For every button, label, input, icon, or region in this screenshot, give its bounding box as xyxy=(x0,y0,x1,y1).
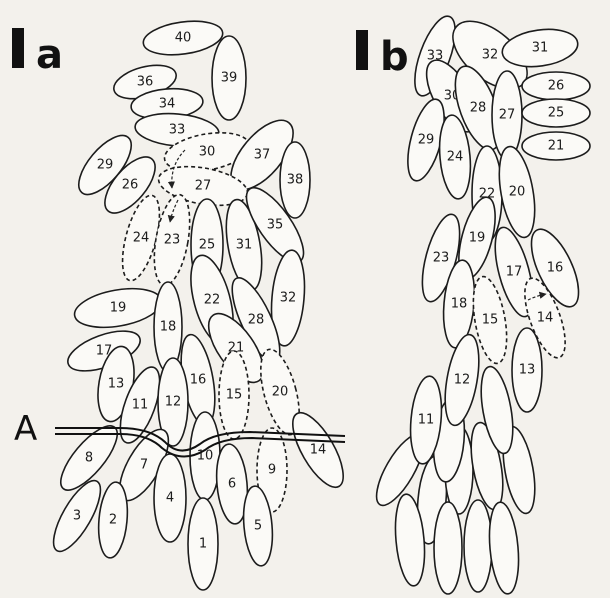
cell-number: 12 xyxy=(165,395,182,410)
cell-number: 40 xyxy=(175,31,192,46)
cell-number: 33 xyxy=(169,123,186,138)
cell-number: 2 xyxy=(109,513,117,528)
cell-number: 30 xyxy=(199,145,216,160)
cell-number: 11 xyxy=(418,413,435,428)
cell-number: 39 xyxy=(221,71,238,86)
cell-number: 28 xyxy=(470,101,487,116)
cell-number: 32 xyxy=(482,47,499,62)
cell-number: 7 xyxy=(140,458,148,473)
cell-number: 15 xyxy=(482,313,499,328)
cell-number: 36 xyxy=(137,75,154,90)
cell-number: 12 xyxy=(454,373,471,388)
cell-number: 16 xyxy=(190,373,207,388)
cell-outline xyxy=(434,502,462,594)
cell-a-38: 38 xyxy=(280,142,310,218)
panel-label-b-text: b xyxy=(380,34,409,80)
cell-number: 19 xyxy=(110,301,127,316)
cell-number: 37 xyxy=(254,148,271,163)
cell-a-15: 15 xyxy=(219,351,249,439)
cell-number: 31 xyxy=(236,238,253,253)
cell-b-unlabeled-8 xyxy=(486,501,522,595)
cell-number: 19 xyxy=(469,231,486,246)
cell-number: 31 xyxy=(532,41,549,56)
cell-number: 13 xyxy=(108,377,125,392)
cell-number: 35 xyxy=(267,217,284,232)
cell-number: 17 xyxy=(506,265,523,280)
cell-number: 28 xyxy=(248,313,265,328)
cell-number: 18 xyxy=(451,297,468,312)
panel-b: 3332313028272625292421222019231716181514… xyxy=(368,8,590,595)
cell-a-40: 40 xyxy=(141,17,225,60)
cell-number: 29 xyxy=(97,158,114,173)
cell-a-4: 4 xyxy=(154,454,186,542)
cell-number: 23 xyxy=(433,251,450,266)
cell-a-10: 10 xyxy=(190,412,220,500)
cell-number: 6 xyxy=(228,477,236,492)
cell-number: 26 xyxy=(548,79,565,94)
section-line-label: A xyxy=(14,409,37,449)
cell-number: 38 xyxy=(287,173,304,188)
cell-outline xyxy=(464,500,492,592)
cell-number: 26 xyxy=(122,178,139,193)
cell-number: 29 xyxy=(418,133,435,148)
cell-number: 23 xyxy=(164,233,181,248)
cell-outline xyxy=(486,501,522,595)
cell-number: 4 xyxy=(166,491,174,506)
cell-number: 3 xyxy=(73,509,81,524)
cell-number: 14 xyxy=(310,443,327,458)
cell-b-26: 26 xyxy=(522,72,590,100)
cell-number: 15 xyxy=(226,388,243,403)
cell-number: 24 xyxy=(447,150,464,165)
cell-b-21: 21 xyxy=(522,132,590,160)
cell-number: 11 xyxy=(132,398,149,413)
cell-a-19: 19 xyxy=(72,283,165,334)
cell-a-39: 39 xyxy=(212,36,246,120)
cell-number: 27 xyxy=(195,179,212,194)
cell-number: 16 xyxy=(547,261,564,276)
panel-label-b: b xyxy=(356,30,409,80)
cell-number: 13 xyxy=(519,363,536,378)
cell-b-unlabeled-6 xyxy=(434,502,462,594)
cell-b-25: 25 xyxy=(522,99,590,127)
cell-number: 21 xyxy=(548,139,565,154)
cell-number: 1 xyxy=(199,537,207,552)
cell-number: 22 xyxy=(204,293,221,308)
cell-b-13: 13 xyxy=(512,328,542,412)
cell-b-20: 20 xyxy=(493,144,540,240)
cell-b-27: 27 xyxy=(492,71,522,159)
panel-label-a: a xyxy=(12,28,63,78)
cell-number: 8 xyxy=(85,451,93,466)
cell-number: 27 xyxy=(499,108,516,123)
cell-number: 20 xyxy=(272,385,289,400)
cell-number: 34 xyxy=(159,97,176,112)
cell-number: 9 xyxy=(268,463,276,478)
cell-b-12: 12 xyxy=(439,332,485,428)
cell-number: 32 xyxy=(280,291,297,306)
cell-number: 20 xyxy=(509,185,526,200)
cell-a-18: 18 xyxy=(154,282,182,372)
cell-a-1: 1 xyxy=(188,498,218,590)
cell-b-unlabeled-7 xyxy=(464,500,492,592)
panel-label-a-text: a xyxy=(36,32,63,78)
cell-number: 25 xyxy=(199,238,216,253)
cell-number: 25 xyxy=(548,106,565,121)
cell-number: 18 xyxy=(160,320,177,335)
cell-number: 14 xyxy=(537,311,554,326)
cell-number: 24 xyxy=(133,231,150,246)
cell-a-14: 14 xyxy=(283,406,353,495)
cell-number: 5 xyxy=(254,519,262,534)
